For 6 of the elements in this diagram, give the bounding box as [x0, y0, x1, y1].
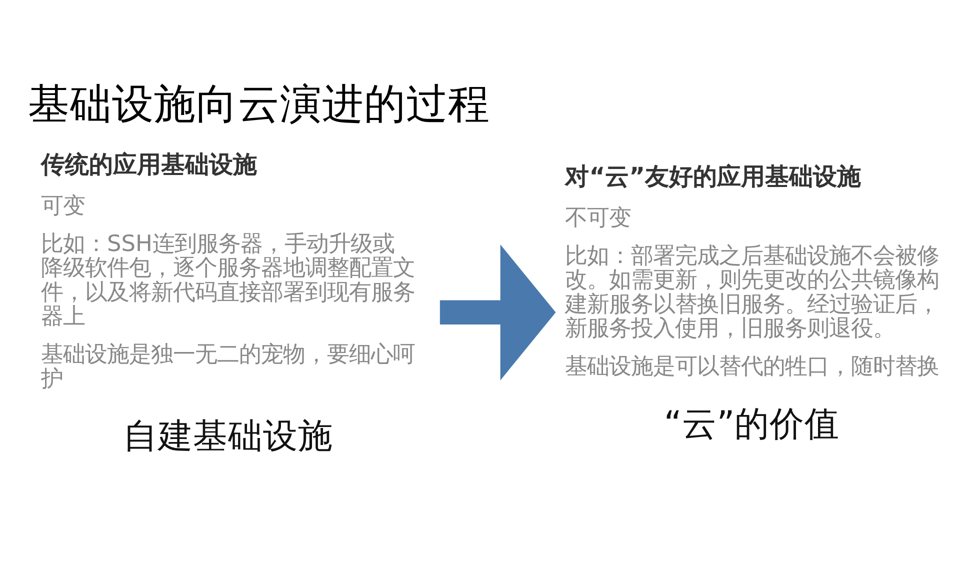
arrow — [439, 244, 556, 380]
node-text: 对“云”友好的应用基础设施 不可变 比如：部署完成之后基础设施不会被修改。如需更新，则先更改的公共镜像构建新服务以替换旧服务。经过验证后，新服务投入使用，旧服务则退役。 基础设施是可以替代的牲口，随时替换 — [564, 162, 939, 380]
node-label: 自建基础设施 — [122, 416, 333, 456]
node-text: 传统的应用基础设施 可变 比如：SSH连到服务器，手动升级或降级软件包，逐个服务器地调整配置文件，以及将新代码直接部署到现有服务器上 基础设施是独一无二的宠物，要细心呵护 — [40, 150, 415, 392]
diagram-title: 基础设施向云演进的过程 — [28, 79, 490, 128]
node-label: “云”的价值 — [663, 404, 840, 444]
